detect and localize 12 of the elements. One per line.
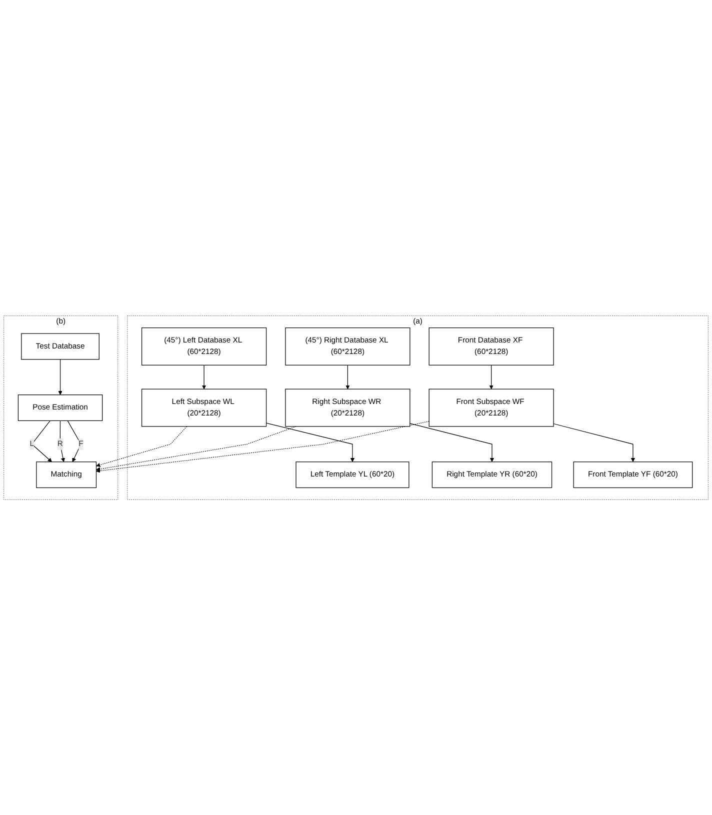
arrow <box>96 426 296 471</box>
arrow <box>410 422 494 462</box>
arrow <box>67 420 82 462</box>
arrow <box>489 364 494 390</box>
arrow <box>96 420 430 473</box>
arrow <box>266 422 355 462</box>
arrow <box>96 426 188 467</box>
arrow <box>553 423 636 462</box>
arrow <box>58 358 62 395</box>
arrow <box>60 420 66 462</box>
arrow <box>346 364 350 390</box>
arrow <box>202 364 206 390</box>
